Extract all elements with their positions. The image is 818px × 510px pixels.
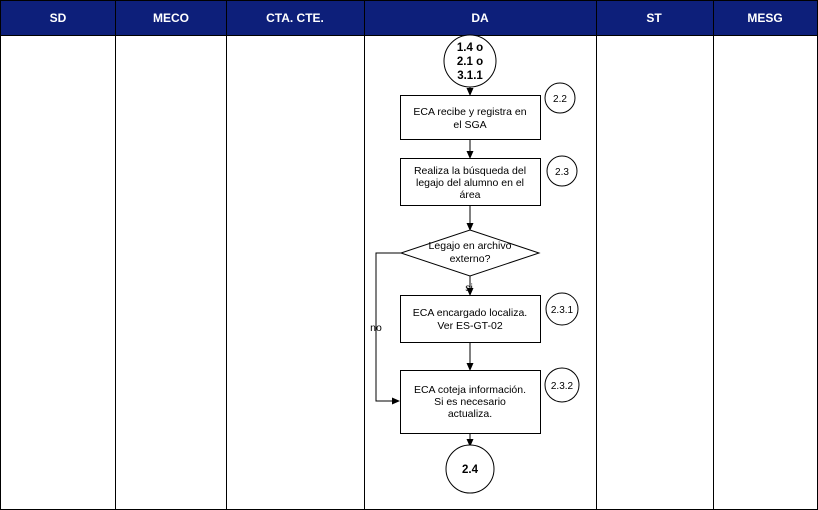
process-2-2-line-1: ECA recibe y registra en <box>413 106 526 118</box>
decision-line-1: Legajo en archivo <box>429 240 512 252</box>
lane-header-mesg: MESG <box>747 11 782 25</box>
end-connector <box>445 444 495 494</box>
process-2-2-line-2: el SGA <box>453 119 486 131</box>
process-box-2-3 <box>400 158 541 206</box>
ref-circle-2-3-2 <box>544 367 580 403</box>
decision-no-label: no <box>370 322 382 334</box>
ref-label-2-2: 2.2 <box>553 94 567 105</box>
lane-header-cta-cte: CTA. CTE. <box>266 11 324 25</box>
process-box-2-3-2 <box>400 370 541 434</box>
decision-line-2: externo? <box>450 253 491 265</box>
start-connector-line-3: 3.1.1 <box>457 70 483 82</box>
process-2-3-2-line-2: Si es necesario <box>434 396 506 408</box>
ref-circle-2-3-1 <box>545 292 579 326</box>
arrow-no-branch <box>375 252 402 405</box>
process-2-3-2-line-1: ECA coteja información. <box>414 384 526 396</box>
start-connector-line-2: 2.1 o <box>457 56 483 68</box>
ref-label-2-3-2: 2.3.2 <box>551 381 574 392</box>
ref-label-2-3: 2.3 <box>555 167 569 178</box>
end-connector-label: 2.4 <box>462 464 479 476</box>
ref-circle-2-2 <box>544 82 576 114</box>
flow-lines <box>375 87 474 447</box>
ref-circle-2-3 <box>546 155 578 187</box>
lane-header-da: DA <box>471 11 489 25</box>
lane-header-meco: MECO <box>153 11 189 25</box>
process-2-3-line-2: legajo del alumno en el <box>416 177 524 189</box>
lane-header-st: ST <box>646 11 662 25</box>
start-connector-line-1: 1.4 o <box>457 42 483 54</box>
header-band <box>0 0 818 35</box>
ref-label-2-3-1: 2.3.1 <box>551 305 574 316</box>
decision-yes-label: si <box>465 282 473 294</box>
process-box-2-2 <box>400 95 541 140</box>
process-2-3-1-line-1: ECA encargado localiza. <box>413 307 527 319</box>
process-2-3-1-line-2: Ver ES-GT-02 <box>437 320 503 332</box>
decision-diamond <box>399 229 541 277</box>
process-2-3-2-line-3: actualiza. <box>448 408 492 420</box>
process-box-2-3-1 <box>400 295 541 343</box>
process-2-3-line-3: área <box>459 189 480 201</box>
lane-header-sd: SD <box>50 11 67 25</box>
process-2-3-line-1: Realiza la búsqueda del <box>414 165 526 177</box>
